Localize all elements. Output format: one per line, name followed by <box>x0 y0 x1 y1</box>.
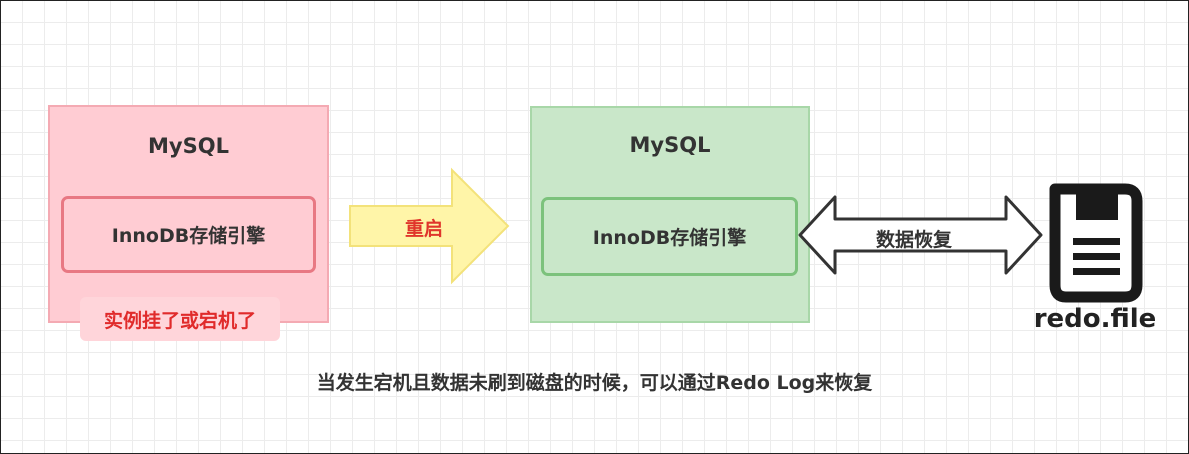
recovery-double-arrow <box>798 195 1043 275</box>
restart-label: 重启 <box>405 218 444 240</box>
mysql-title-right: MySQL <box>629 133 711 157</box>
crash-status-label: 实例挂了或宕机了 <box>80 297 280 341</box>
file-document-icon <box>1049 183 1143 303</box>
mysql-title-left: MySQL <box>148 134 229 158</box>
innodb-engine-left: InnoDB存储引擎 <box>61 196 316 273</box>
restart-arrow <box>349 167 510 285</box>
mysql-restarted-box: MySQL InnoDB存储引擎 <box>530 106 810 323</box>
diagram-caption: 当发生宕机且数据未刷到磁盘的时候，可以通过Redo Log来恢复 <box>316 372 873 394</box>
redo-file-label: redo.file <box>1033 304 1157 334</box>
innodb-engine-right: InnoDB存储引擎 <box>541 197 798 276</box>
data-recovery-label: 数据恢复 <box>876 229 953 251</box>
